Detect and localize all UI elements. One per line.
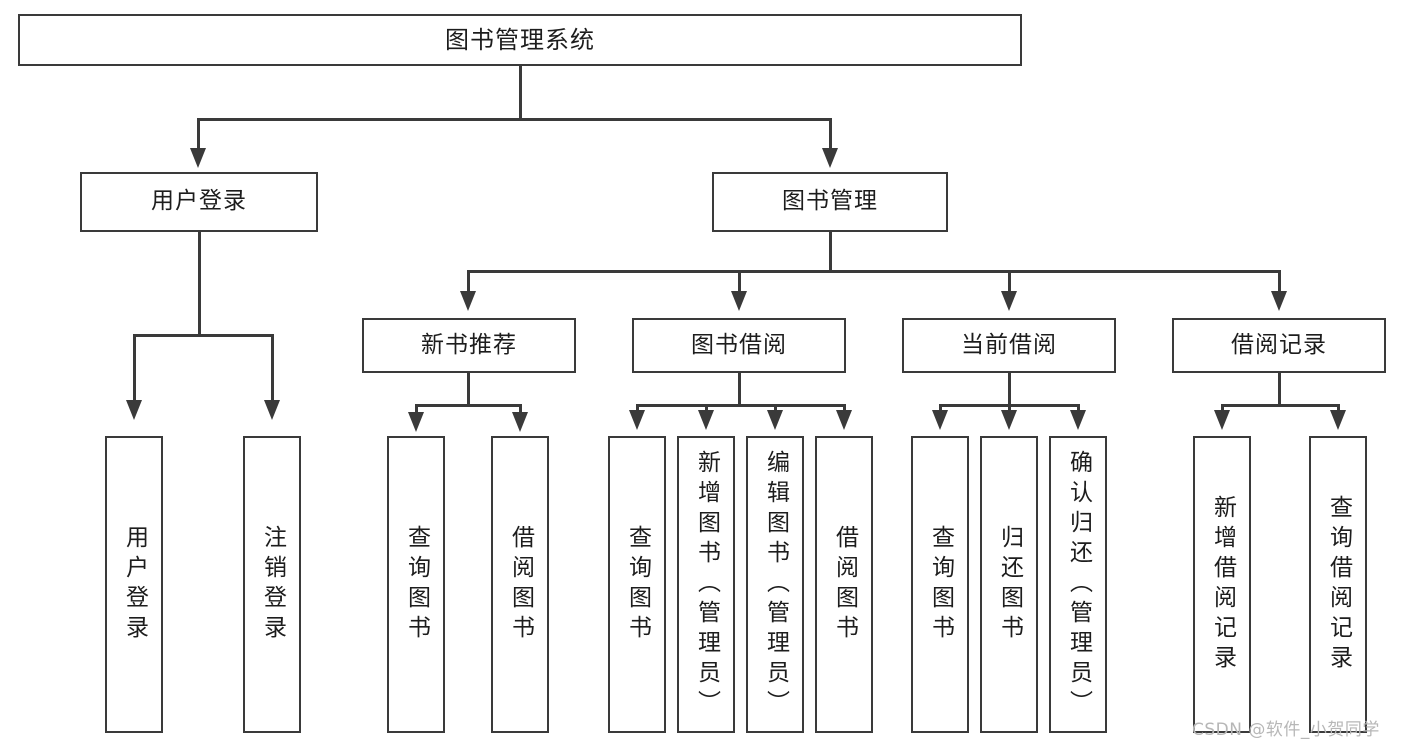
arrowhead-current-borrow-child-1 [932,410,948,430]
edge-book-manage-stem [829,232,832,272]
edge-book-manage-bus [468,270,1280,273]
edge-to-current-borrow [1008,270,1011,302]
edge-to-user-login [197,118,200,150]
edge-to-new-book [467,270,470,302]
edge-new-book-bus [416,404,521,407]
node-label: 图书管理 [782,188,878,215]
leaf-label: 查询图书 [403,524,430,645]
edge-to-book-borrow [738,270,741,302]
arrowhead-current-borrow [1001,291,1017,311]
arrowhead-user-login-child-1 [126,400,142,420]
arrowhead-borrow-record-child-1 [1214,410,1230,430]
leaf-query-book-recommend[interactable]: 查询图书 [387,436,445,733]
node-user-login[interactable]: 用户登录 [80,172,318,232]
arrowhead-book-borrow-child-4 [836,410,852,430]
leaf-label: 查询图书 [927,524,954,645]
edge-book-borrow-bus [637,404,845,407]
leaf-query-book-current[interactable]: 查询图书 [911,436,969,733]
edge-user-login-child-1 [133,334,136,402]
leaf-edit-book-admin[interactable]: 编辑图书（管理员） [746,436,804,733]
arrowhead-new-book [460,291,476,311]
leaf-label: 编辑图书（管理员） [762,449,789,720]
arrowhead-new-book-child-1 [408,412,424,432]
edge-root-bus [198,118,831,121]
edge-current-borrow-stem [1008,373,1011,406]
edge-to-book-manage [829,118,832,150]
leaf-label: 确认归还（管理员） [1065,449,1092,720]
arrowhead-borrow-record-child-2 [1330,410,1346,430]
leaf-borrow-book[interactable]: 借阅图书 [815,436,873,733]
edge-to-borrow-record [1278,270,1281,302]
node-label: 图书管理系统 [445,25,595,54]
leaf-label: 用户登录 [121,524,148,645]
edge-book-borrow-stem [738,373,741,406]
edge-root-stem [519,66,522,120]
edge-user-login-bus [134,334,273,337]
arrowhead-borrow-record [1271,291,1287,311]
edge-borrow-record-stem [1278,373,1281,406]
arrowhead-user-login-child-2 [264,400,280,420]
leaf-label: 查询借阅记录 [1325,494,1352,675]
arrowhead-new-book-child-2 [512,412,528,432]
node-new-book-recommend[interactable]: 新书推荐 [362,318,576,373]
edge-user-login-stem [198,232,201,336]
leaf-user-login[interactable]: 用户登录 [105,436,163,733]
leaf-label: 查询图书 [624,524,651,645]
node-book-borrow[interactable]: 图书借阅 [632,318,846,373]
node-current-borrow[interactable]: 当前借阅 [902,318,1116,373]
leaf-return-book[interactable]: 归还图书 [980,436,1038,733]
leaf-add-book-admin[interactable]: 新增图书（管理员） [677,436,735,733]
edge-user-login-child-2 [271,334,274,402]
arrowhead-current-borrow-child-3 [1070,410,1086,430]
leaf-logout[interactable]: 注销登录 [243,436,301,733]
leaf-confirm-return-admin[interactable]: 确认归还（管理员） [1049,436,1107,733]
node-label: 借阅记录 [1231,331,1327,358]
leaf-label: 新增借阅记录 [1209,494,1236,675]
node-book-management[interactable]: 图书管理 [712,172,948,232]
leaf-label: 注销登录 [259,524,286,645]
arrowhead-book-manage [822,148,838,168]
arrowhead-user-login [190,148,206,168]
arrowhead-current-borrow-child-2 [1001,410,1017,430]
arrowhead-book-borrow-child-2 [698,410,714,430]
leaf-borrow-book-recommend[interactable]: 借阅图书 [491,436,549,733]
edge-borrow-record-bus [1222,404,1339,407]
edge-new-book-stem [467,373,470,406]
leaf-query-book-borrow[interactable]: 查询图书 [608,436,666,733]
node-label: 新书推荐 [421,331,517,358]
node-label: 用户登录 [151,188,247,215]
leaf-label: 借阅图书 [831,524,858,645]
arrowhead-book-borrow-child-1 [629,410,645,430]
node-root-system[interactable]: 图书管理系统 [18,14,1022,66]
arrowhead-book-borrow [731,291,747,311]
node-label: 图书借阅 [691,331,787,358]
leaf-label: 新增图书（管理员） [693,449,720,720]
leaf-label: 借阅图书 [507,524,534,645]
leaf-add-borrow-record[interactable]: 新增借阅记录 [1193,436,1251,733]
node-label: 当前借阅 [961,331,1057,358]
leaf-label: 归还图书 [996,524,1023,645]
leaf-query-borrow-record[interactable]: 查询借阅记录 [1309,436,1367,733]
arrowhead-book-borrow-child-3 [767,410,783,430]
node-borrow-record[interactable]: 借阅记录 [1172,318,1386,373]
